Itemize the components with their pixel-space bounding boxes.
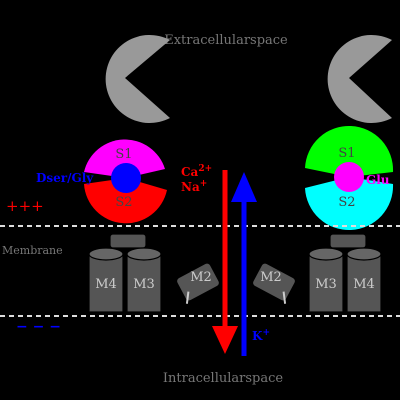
na-symbol: Na xyxy=(181,180,200,194)
right-s2-label: S2 xyxy=(338,195,355,210)
k-charge: + xyxy=(262,328,270,338)
right-m3-helix-top xyxy=(308,247,344,261)
left-top-helix-cap xyxy=(109,233,147,249)
left-amino-terminal-domain xyxy=(105,35,170,123)
k-symbol: K xyxy=(252,329,263,343)
left-s2-label: S2 xyxy=(115,195,132,210)
membrane-label: Membrane xyxy=(2,244,63,257)
right-ligand-glu xyxy=(334,162,364,192)
right-m2-body xyxy=(251,262,297,302)
ca-charge: 2+ xyxy=(198,164,212,174)
left-m2-pore-loop xyxy=(175,262,221,304)
extracellular-space-label: Extracellularspace xyxy=(164,33,288,48)
left-m4-label: M4 xyxy=(95,277,117,292)
intracellular-space-label: Intracellularspace xyxy=(163,371,284,386)
na-charge: + xyxy=(200,179,208,189)
right-top-helix-cap xyxy=(329,233,367,249)
left-ligand-binding-domain: S1 S2 xyxy=(84,139,167,224)
right-s1-label: S1 xyxy=(338,146,355,161)
right-m4-label: M4 xyxy=(353,277,375,292)
dser-gly-label: Dser/Gly xyxy=(36,171,94,185)
left-m2-label: M2 xyxy=(190,270,212,285)
right-ligand-binding-domain: S1 S2 xyxy=(305,125,394,231)
left-m2-tail xyxy=(185,291,190,304)
right-m3-helix xyxy=(308,253,344,313)
ca-symbol: Ca xyxy=(181,165,199,179)
na-ion-label: Na+ xyxy=(181,179,207,194)
positive-charges: +++ xyxy=(6,197,44,215)
left-m2-body xyxy=(175,262,221,302)
left-transmembrane-helices: M4 M3 M2 xyxy=(88,233,221,313)
left-ligand-dser-gly xyxy=(111,163,141,193)
left-m4-helix-top xyxy=(88,247,124,261)
negative-charges: − − − xyxy=(16,319,61,335)
efflux-arrow-head xyxy=(231,172,257,202)
right-m2-tail xyxy=(282,291,287,304)
right-amino-terminal-domain xyxy=(327,35,392,123)
influx-arrow-head xyxy=(212,326,238,354)
right-m4-helix xyxy=(346,253,382,313)
left-s2-lobe xyxy=(84,178,167,224)
right-transmembrane-helices: M3 M4 M2 xyxy=(251,233,382,313)
ca-ion-label: Ca2+ xyxy=(181,164,212,179)
left-m3-helix-top xyxy=(126,247,162,261)
right-m2-label: M2 xyxy=(260,270,282,285)
left-s1-label: S1 xyxy=(115,147,132,162)
right-s2-lobe xyxy=(305,177,394,231)
right-m3-label: M3 xyxy=(315,277,337,292)
potassium-efflux-arrow xyxy=(231,172,257,356)
glu-label: Glu xyxy=(366,173,390,187)
right-m2-pore-loop xyxy=(251,262,297,304)
left-m3-label: M3 xyxy=(133,277,155,292)
right-m4-helix-top xyxy=(346,247,382,261)
cation-influx-arrow xyxy=(212,170,238,354)
k-ion-label: K+ xyxy=(252,328,270,343)
left-s1-lobe xyxy=(84,139,165,178)
right-s1-lobe xyxy=(305,125,394,177)
